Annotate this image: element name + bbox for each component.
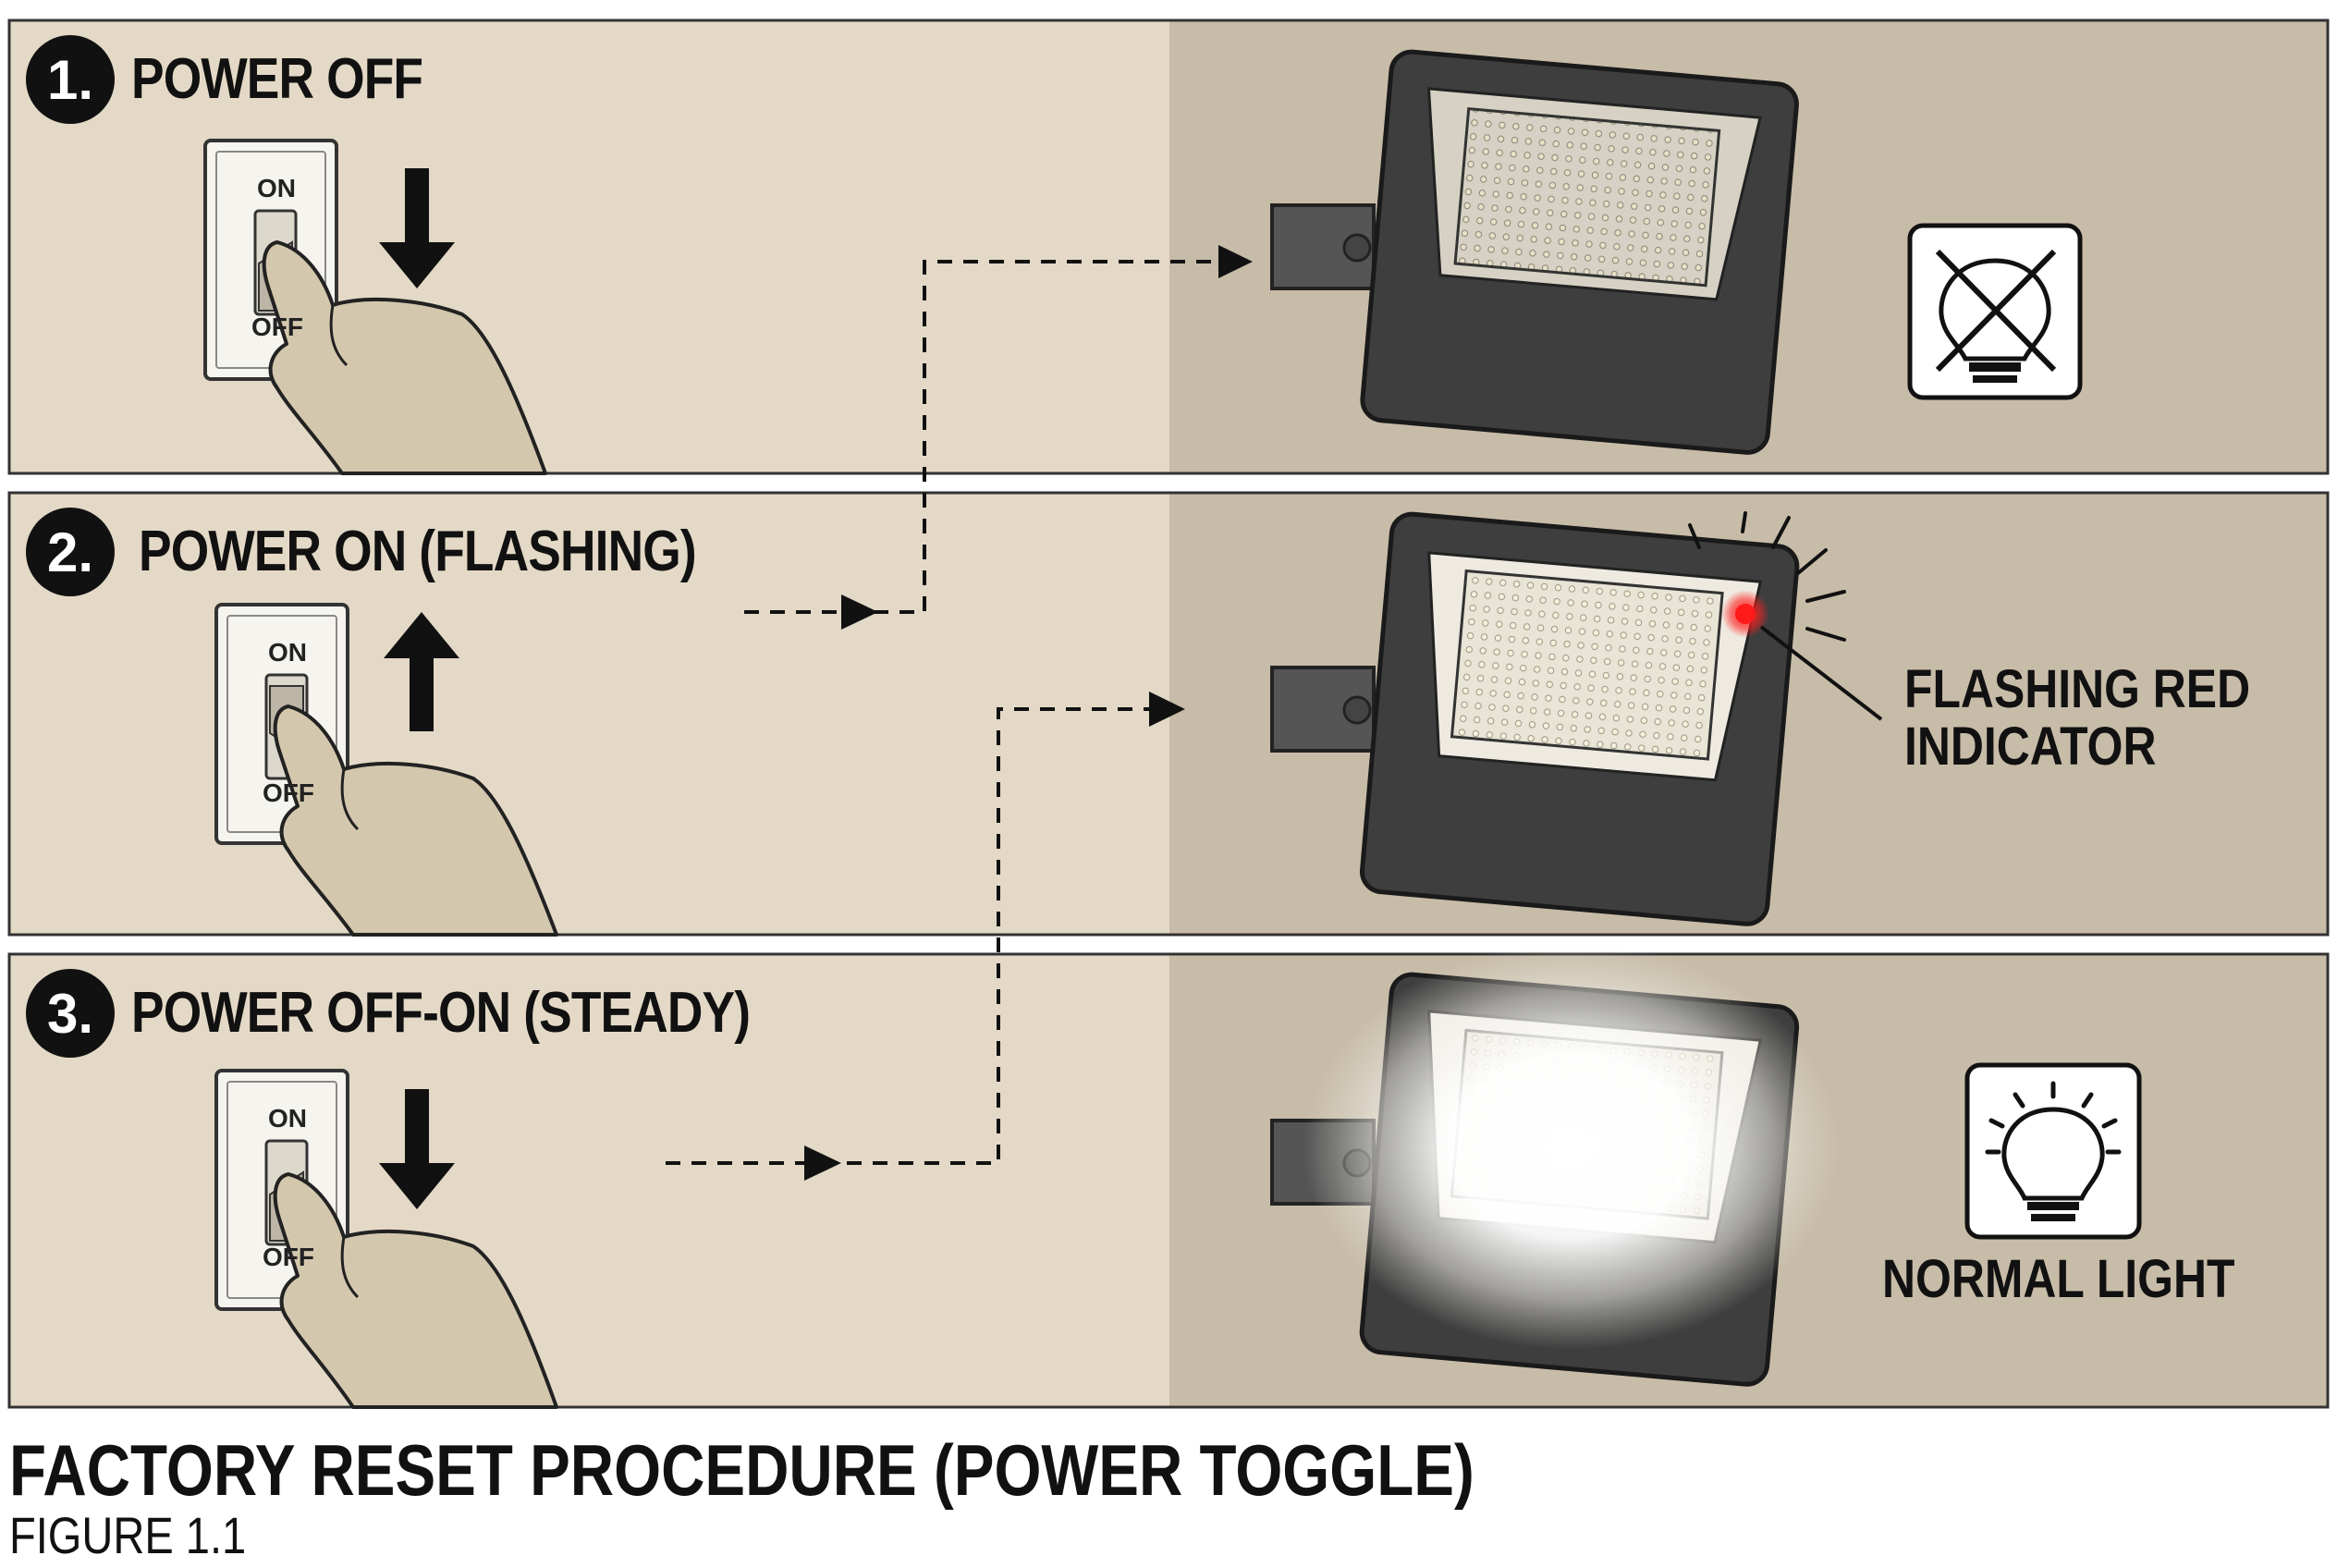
step-badge: 3. [26, 969, 115, 1058]
flash-rays [1688, 511, 1846, 642]
figure-caption: FIGURE 1.1 [9, 1506, 247, 1564]
figure-title: FACTORY RESET PROCEDURE (POWER TOGGLE) [9, 1429, 1474, 1511]
step-badge: 1. [26, 35, 115, 124]
down-arrow-icon [379, 168, 455, 288]
floodlight-off [1270, 49, 1799, 455]
switch-on-label: ON [268, 1104, 307, 1133]
hand-pressing [262, 240, 547, 475]
callout-flashing-line1: FLASHING RED [1904, 659, 2251, 719]
step-title: POWER OFF-ON (STEADY) [131, 981, 751, 1045]
arrowhead-icon [841, 594, 878, 630]
step-title: POWER OFF [131, 47, 423, 111]
bulb-on-icon [1964, 1062, 2142, 1240]
floodlight-on [1270, 943, 1840, 1387]
switch-off-label: OFF [263, 778, 314, 807]
arrowhead-icon [1149, 692, 1185, 727]
hand-pressing [273, 1172, 558, 1409]
bulb-off-icon [1907, 223, 2083, 400]
flow-arrow-step2 [744, 260, 1230, 614]
step-title: POWER ON (FLASHING) [139, 520, 697, 583]
floodlight-flashing [1270, 511, 1883, 926]
down-arrow-icon [379, 1089, 455, 1209]
hand-pressing [273, 704, 558, 937]
callout-flashing-line2: INDICATOR [1904, 717, 2157, 777]
switch-on-label: ON [257, 174, 296, 202]
arrowhead-icon [1218, 245, 1253, 278]
switch-on-label: ON [268, 638, 307, 667]
arrowhead-icon [804, 1145, 841, 1181]
light-glow [1303, 943, 1840, 1350]
callout-normal-light: NORMAL LIGHT [1882, 1249, 2235, 1309]
callout-leader [1759, 625, 1883, 721]
up-arrow-icon [384, 612, 459, 731]
switch-off-label: OFF [263, 1243, 314, 1271]
switch-off-label: OFF [251, 312, 303, 341]
step-badge: 2. [26, 508, 115, 596]
